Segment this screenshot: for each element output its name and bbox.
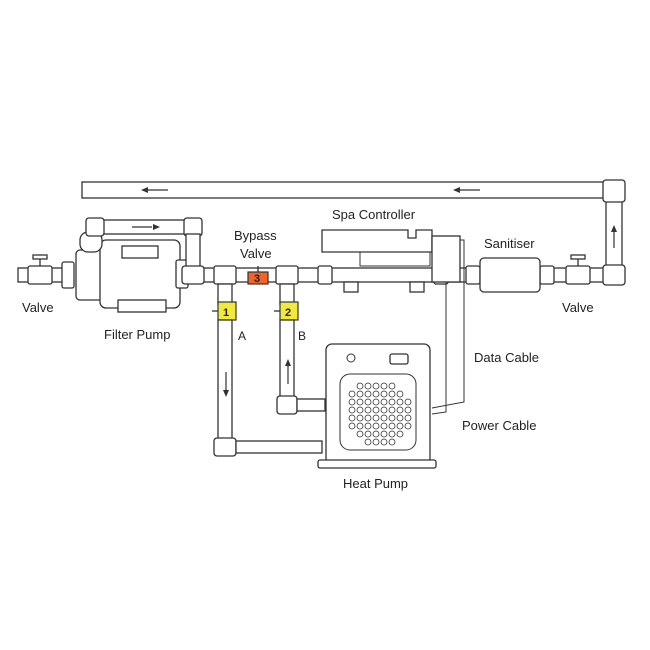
- grille-hole: [372, 406, 380, 414]
- grille-hole: [356, 382, 364, 390]
- grille-hole: [380, 406, 388, 414]
- grille-hole: [364, 422, 372, 430]
- grille-hole: [356, 390, 364, 398]
- grille-hole: [364, 398, 372, 406]
- grille-hole: [364, 438, 372, 446]
- flow-arrow-down: [223, 372, 229, 397]
- grille-hole: [364, 390, 372, 398]
- valve-1: 1: [212, 301, 237, 321]
- data-cable-label: Data Cable: [474, 350, 539, 365]
- grille-hole: [388, 414, 396, 422]
- grille-hole: [372, 398, 380, 406]
- port-b-label: B: [298, 329, 306, 343]
- grille-hole: [404, 414, 412, 422]
- grille-hole: [372, 382, 380, 390]
- flow-arrow-top-left: [141, 187, 168, 193]
- grille-hole: [372, 390, 380, 398]
- grille-hole: [380, 390, 388, 398]
- grille-hole: [372, 438, 380, 446]
- grille-hole: [356, 406, 364, 414]
- flow-arrow-top-right: [453, 187, 480, 193]
- power-cable-label: Power Cable: [462, 418, 536, 433]
- grille-hole: [388, 438, 396, 446]
- grille-hole: [380, 414, 388, 422]
- grille-hole: [380, 382, 388, 390]
- bypass-valve-label-line2: Valve: [240, 246, 272, 261]
- grille-hole: [364, 382, 372, 390]
- grille-hole: [396, 398, 404, 406]
- grille-hole: [356, 414, 364, 422]
- spa-controller-label: Spa Controller: [332, 207, 416, 222]
- filter-pump: [61, 217, 205, 313]
- valve-left-label: Valve: [22, 300, 54, 315]
- grille-hole: [348, 406, 356, 414]
- heat-pump: [317, 343, 437, 469]
- grille-hole: [404, 422, 412, 430]
- grille-hole: [388, 422, 396, 430]
- grille-hole: [348, 414, 356, 422]
- power-cable: [431, 282, 447, 415]
- heat-pump-loop: [213, 319, 326, 457]
- valve-2: 2: [274, 301, 299, 321]
- grille-hole: [372, 430, 380, 438]
- valve-right-label: Valve: [562, 300, 594, 315]
- grille-hole: [404, 398, 412, 406]
- valve-3: 3: [247, 266, 269, 285]
- grille-hole: [396, 414, 404, 422]
- grille-hole: [380, 398, 388, 406]
- data-cable: [431, 239, 465, 409]
- grille-hole: [348, 422, 356, 430]
- grille-hole: [396, 390, 404, 398]
- grille-hole: [388, 390, 396, 398]
- filter-pump-label: Filter Pump: [104, 327, 170, 342]
- grille-hole: [380, 438, 388, 446]
- flow-arrow-right-riser: [611, 225, 617, 248]
- grille-hole: [396, 406, 404, 414]
- spa-controller: [321, 229, 461, 293]
- valve-3-number: 3: [254, 273, 260, 285]
- heat-pump-fan-grille: [348, 382, 412, 446]
- grille-hole: [348, 398, 356, 406]
- grille-hole: [388, 382, 396, 390]
- grille-hole: [380, 422, 388, 430]
- grille-hole: [356, 398, 364, 406]
- grille-hole: [380, 430, 388, 438]
- port-a-label: A: [238, 329, 246, 343]
- grille-hole: [364, 406, 372, 414]
- grille-hole: [388, 398, 396, 406]
- valve-2-number: 2: [285, 307, 291, 319]
- tee-b: [275, 265, 299, 305]
- heat-pump-label: Heat Pump: [343, 476, 408, 491]
- bypass-valve-label-line1: Bypass: [234, 228, 277, 243]
- grille-hole: [404, 406, 412, 414]
- sanitiser-label: Sanitiser: [484, 236, 535, 251]
- grille-hole: [364, 414, 372, 422]
- grille-hole: [396, 422, 404, 430]
- grille-hole: [356, 430, 364, 438]
- grille-hole: [356, 422, 364, 430]
- grille-hole: [388, 430, 396, 438]
- grille-hole: [372, 414, 380, 422]
- sanitiser: [479, 257, 541, 293]
- grille-hole: [372, 422, 380, 430]
- valve-1-number: 1: [223, 307, 229, 319]
- grille-hole: [396, 430, 404, 438]
- flow-arrow-pump-outlet: [132, 224, 160, 230]
- tee-a: [213, 265, 237, 305]
- grille-hole: [348, 390, 356, 398]
- grille-hole: [364, 430, 372, 438]
- left-valve: [27, 254, 53, 285]
- grille-hole: [388, 406, 396, 414]
- right-valve: [565, 254, 591, 285]
- flow-arrow-up: [285, 359, 291, 384]
